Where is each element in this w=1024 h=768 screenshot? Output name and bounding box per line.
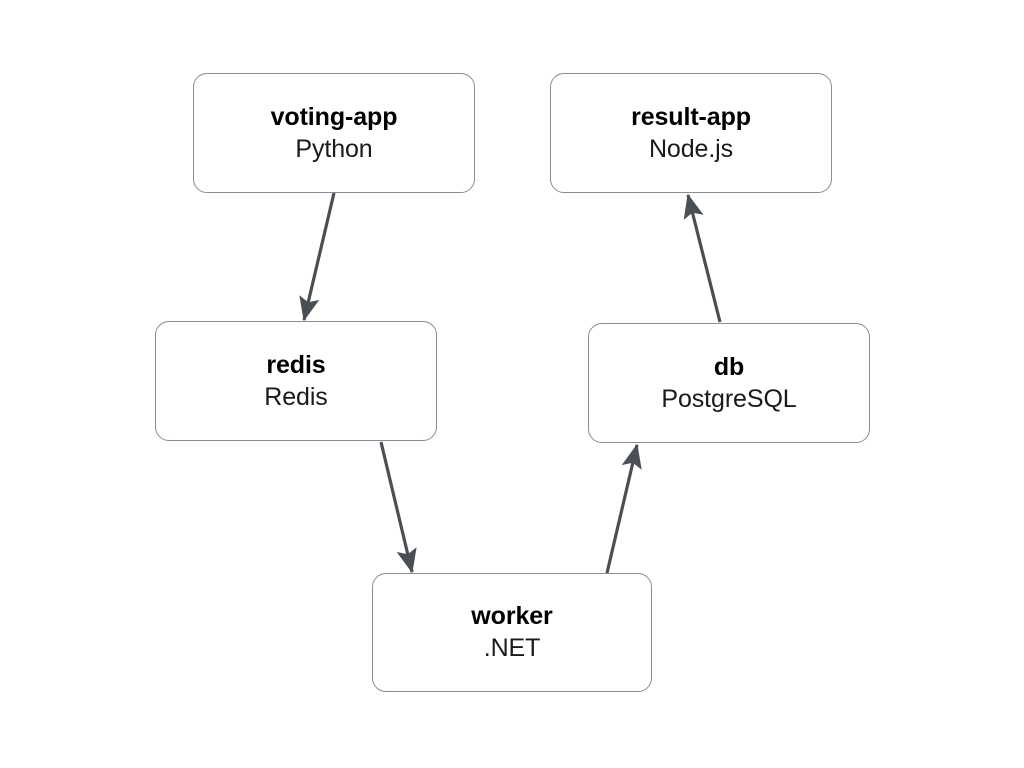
node-subtitle: Node.js — [648, 134, 734, 163]
edge-redis-to-worker — [379, 441, 417, 574]
edge-worker-to-db — [605, 443, 642, 574]
node-subtitle: .NET — [483, 634, 541, 662]
node-title: result-app — [631, 102, 751, 131]
node-redis[interactable]: redis Redis — [155, 321, 437, 441]
node-worker[interactable]: worker .NET — [372, 573, 652, 692]
node-title: redis — [266, 350, 326, 379]
node-title: worker — [471, 602, 553, 630]
node-subtitle: Redis — [264, 382, 328, 411]
edge-voting-app-to-redis — [299, 192, 336, 322]
node-title: db — [713, 352, 745, 381]
node-db[interactable]: db PostgreSQL — [588, 323, 870, 443]
node-result-app[interactable]: result-app Node.js — [550, 73, 832, 193]
node-title: voting-app — [270, 102, 398, 131]
edge-db-to-result-app — [683, 193, 722, 323]
node-voting-app[interactable]: voting-app Python — [193, 73, 475, 193]
node-subtitle: PostgreSQL — [661, 384, 797, 413]
node-subtitle: Python — [295, 134, 373, 163]
